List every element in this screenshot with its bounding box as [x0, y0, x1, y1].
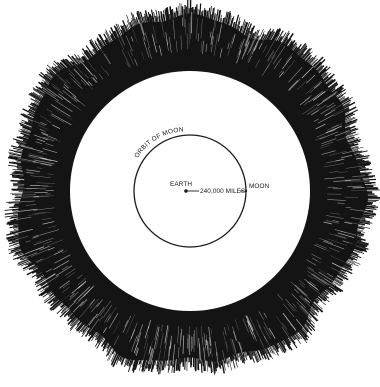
corona-ray [182, 6, 183, 30]
corona-ray [196, 4, 197, 24]
distance-label: 240,000 MILES [200, 188, 245, 195]
moon-dot [245, 190, 247, 192]
moon-label: MOON [249, 183, 270, 190]
earth-label: EARTH [170, 181, 192, 188]
corona-ray [18, 183, 39, 184]
corona-ray [354, 184, 371, 185]
corona-ray [360, 197, 380, 198]
earth-dot [184, 189, 188, 193]
